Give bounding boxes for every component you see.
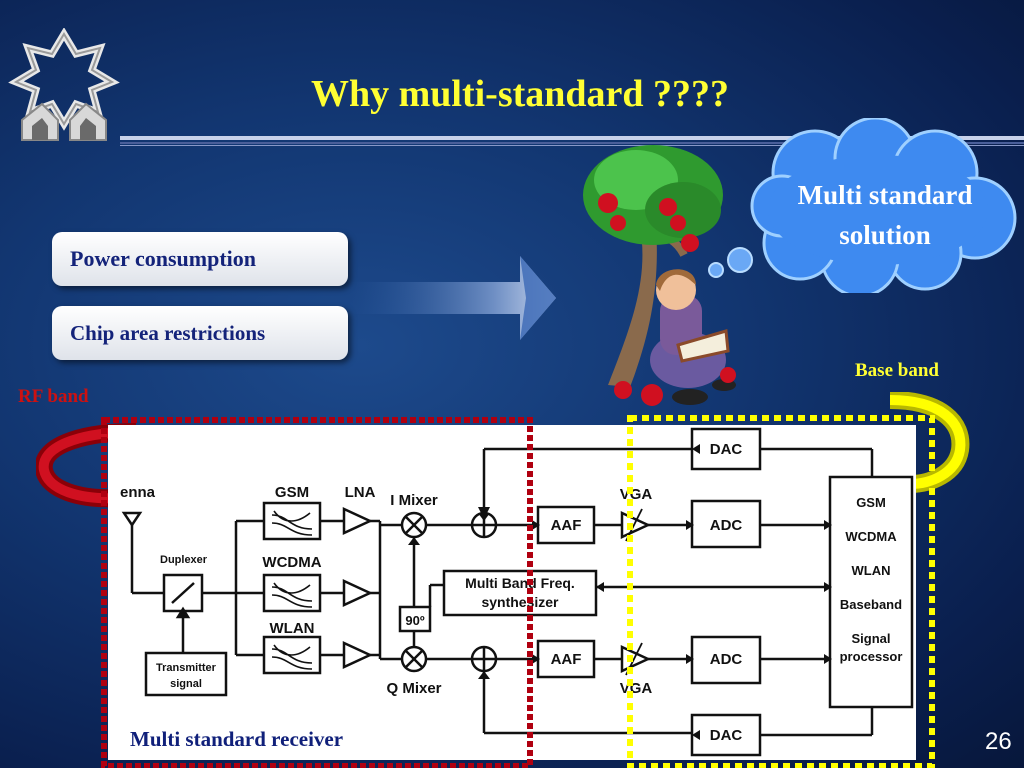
reading-person-illustration <box>583 145 736 406</box>
filter-wcdma-label: WCDMA <box>262 554 321 571</box>
i-mixer-label: I Mixer <box>390 492 438 509</box>
proc-gsm: GSM <box>856 495 886 510</box>
title-underline <box>120 136 1024 146</box>
phase-shift-label: 90º <box>405 613 424 628</box>
lna-label: LNA <box>345 484 376 501</box>
baseband-label: Base band <box>855 360 939 381</box>
proc-signal: Signal <box>851 631 890 646</box>
receiver-schematic: enna Duplexer Transmitter signal GSM WCD… <box>120 427 914 757</box>
transmitter-label-2: signal <box>170 678 202 690</box>
cloud-text-line1: Multi standard <box>797 180 973 210</box>
proc-processor: processor <box>840 649 903 664</box>
proc-wcdma: WCDMA <box>845 529 897 544</box>
cloud-text: Multi standard solution <box>760 175 1010 255</box>
adc-q-label: ADC <box>710 651 743 668</box>
rf-band-frame <box>101 417 533 768</box>
duplexer-label: Duplexer <box>160 554 208 566</box>
proc-baseband: Baseband <box>840 597 902 612</box>
dac-bottom-label: DAC <box>710 727 743 744</box>
reason-chip-area: Chip area restrictions <box>52 306 348 360</box>
receiver-label: Multi standard receiver <box>130 727 344 751</box>
cloud-text-line2: solution <box>839 220 931 250</box>
rf-band-label: RF band <box>18 386 89 407</box>
university-logo <box>8 28 120 141</box>
antenna-label: enna <box>120 484 156 501</box>
adc-i-label: ADC <box>710 517 743 534</box>
synth-label-1: Multi Band Freq. <box>465 575 575 591</box>
q-mixer-label: Q Mixer <box>386 680 441 697</box>
baseband-frame <box>627 415 935 768</box>
page-number: 26 <box>985 728 1012 755</box>
slide-title: Why multi-standard ???? <box>310 73 730 115</box>
reason-power-consumption: Power consumption <box>52 232 348 286</box>
aaf-q-label: AAF <box>551 651 582 668</box>
filter-gsm-label: GSM <box>275 484 309 501</box>
receiver-block-diagram: enna Duplexer Transmitter signal GSM WCD… <box>108 425 916 760</box>
dac-top-label: DAC <box>710 441 743 458</box>
transmitter-label-1: Transmitter <box>156 662 217 674</box>
aaf-i-label: AAF <box>551 517 582 534</box>
thought-cloud <box>708 118 1017 293</box>
proc-wlan: WLAN <box>852 563 891 578</box>
synth-label-2: synthesizer <box>481 594 559 610</box>
right-arrow-icon <box>350 256 556 340</box>
filter-wlan-label: WLAN <box>270 620 315 637</box>
